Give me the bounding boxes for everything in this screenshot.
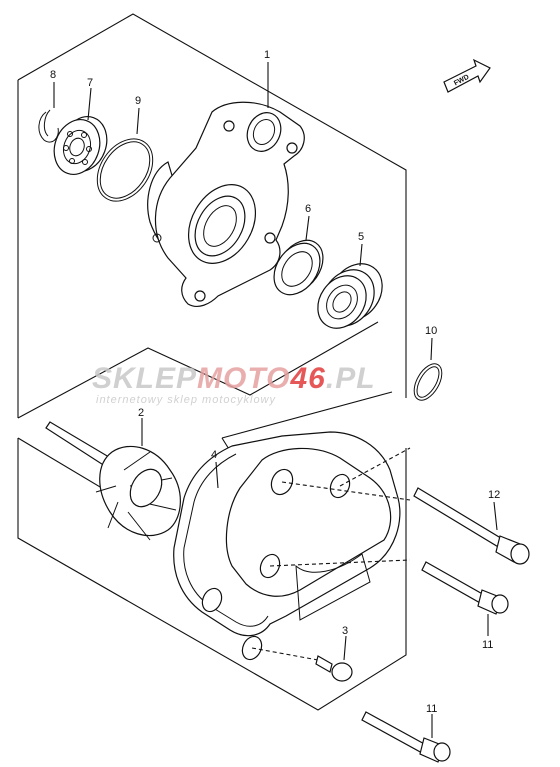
part-4-pump-cover <box>173 431 411 661</box>
part-label-9: 9 <box>135 95 141 107</box>
part-5-mechanical-seal <box>317 243 383 329</box>
part-label-12: 12 <box>488 489 500 501</box>
part-12-long-bolt <box>413 487 530 565</box>
watermark-brand-left: SKLEP <box>92 362 197 395</box>
part-10-o-ring <box>413 337 443 401</box>
part-label-8: 8 <box>50 69 56 81</box>
part-11-bolt-upper <box>421 561 509 636</box>
part-3-bolt <box>315 635 353 682</box>
part-labels: 1 2 3 4 5 6 7 8 9 10 11 11 12 <box>50 49 500 715</box>
part-label-5: 5 <box>358 231 364 243</box>
part-7-bearing <box>53 87 108 175</box>
watermark-brand-tld: .PL <box>326 362 376 395</box>
watermark-brand-num: 46 <box>289 362 325 395</box>
part-1-pump-housing <box>147 62 305 308</box>
part-label-11-upper: 11 <box>482 639 493 651</box>
part-6-oil-seal <box>273 215 324 296</box>
part-label-1: 1 <box>264 49 270 61</box>
part-2-impeller <box>45 418 181 541</box>
part-label-3: 3 <box>342 625 348 637</box>
part-label-10: 10 <box>425 325 437 337</box>
assembly-frame <box>17 13 407 711</box>
watermark-brand: SKLEPMOTO46.PL <box>92 362 376 395</box>
watermark-brand-mid: MOTO <box>197 362 290 395</box>
part-9-o-ring <box>96 107 154 202</box>
part-label-7: 7 <box>87 77 93 89</box>
watermark: SKLEPMOTO46.PL internetowy sklep motocyk… <box>92 362 376 406</box>
fwd-arrow-icon: FWD <box>443 58 491 93</box>
part-8-circlip <box>38 82 59 143</box>
part-11-bolt-lower <box>361 711 451 763</box>
part-label-11-lower: 11 <box>426 703 437 715</box>
part-label-2: 2 <box>138 407 144 419</box>
part-label-4: 4 <box>211 449 217 461</box>
part-label-6: 6 <box>305 203 311 215</box>
watermark-tagline: internetowy sklep motocyklowy <box>96 394 277 406</box>
